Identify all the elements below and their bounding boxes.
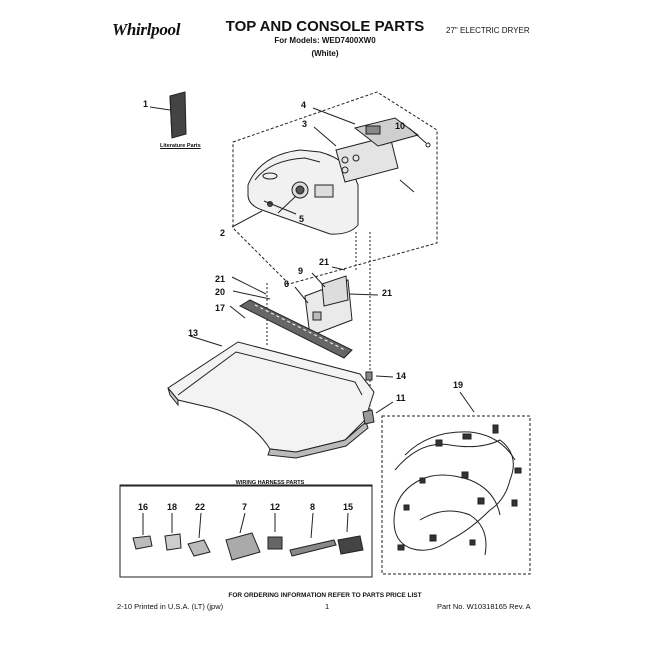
console-body bbox=[247, 149, 359, 235]
callout-19: 19 bbox=[453, 380, 464, 390]
callout-9: 9 bbox=[298, 266, 304, 276]
callout-17: 17 bbox=[215, 303, 226, 313]
callout-16: 16 bbox=[138, 502, 149, 512]
console-bracket bbox=[304, 275, 353, 337]
page-number: 1 bbox=[325, 602, 330, 611]
callout-15: 15 bbox=[343, 502, 354, 512]
callout-10: 10 bbox=[395, 121, 406, 131]
callout-1: 1 bbox=[143, 99, 149, 109]
print-info: 2-10 Printed in U.S.A. (LT) (jpw) bbox=[117, 602, 224, 611]
literature-parts-label: Literature Parts bbox=[160, 143, 201, 149]
callout-21-top: 21 bbox=[319, 257, 330, 267]
callout-14: 14 bbox=[396, 371, 407, 381]
callout-5: 5 bbox=[299, 214, 305, 224]
literature-booklet bbox=[169, 91, 187, 139]
top-shield bbox=[238, 299, 353, 359]
models-line: For Models: WED7400XW0 bbox=[274, 36, 376, 45]
callout-8: 8 bbox=[310, 502, 316, 512]
dryer-top bbox=[167, 341, 375, 459]
wiring-harness-parts-label: WIRING HARNESS PARTS bbox=[235, 480, 305, 486]
callout-21-right: 21 bbox=[382, 288, 393, 298]
product-type: 27" ELECTRIC DRYER bbox=[446, 26, 530, 35]
part-number: Part No. W10318165 Rev. A bbox=[437, 602, 531, 611]
page-title: TOP AND CONSOLE PARTS bbox=[225, 18, 425, 35]
callout-11: 11 bbox=[396, 393, 406, 403]
whirlpool-logo: Whirlpool bbox=[112, 20, 181, 39]
callout-13: 13 bbox=[188, 328, 199, 338]
wiring-parts-box bbox=[119, 484, 373, 578]
wiring-harness bbox=[381, 415, 531, 575]
callout-22: 22 bbox=[195, 502, 206, 512]
ordering-info: FOR ORDERING INFORMATION REFER TO PARTS … bbox=[228, 592, 422, 599]
callout-20: 20 bbox=[215, 287, 226, 297]
callout-7: 7 bbox=[242, 502, 248, 512]
callout-4: 4 bbox=[301, 100, 307, 110]
callout-2: 2 bbox=[220, 228, 226, 238]
callout-6: 6 bbox=[284, 279, 290, 289]
harness-small-parts bbox=[132, 512, 364, 561]
board-cover bbox=[353, 117, 420, 147]
callout-3: 3 bbox=[302, 119, 308, 129]
callout-18: 18 bbox=[167, 502, 178, 512]
callout-12: 12 bbox=[270, 502, 281, 512]
color-line: (White) bbox=[311, 49, 339, 58]
callout-21-left: 21 bbox=[215, 274, 226, 284]
